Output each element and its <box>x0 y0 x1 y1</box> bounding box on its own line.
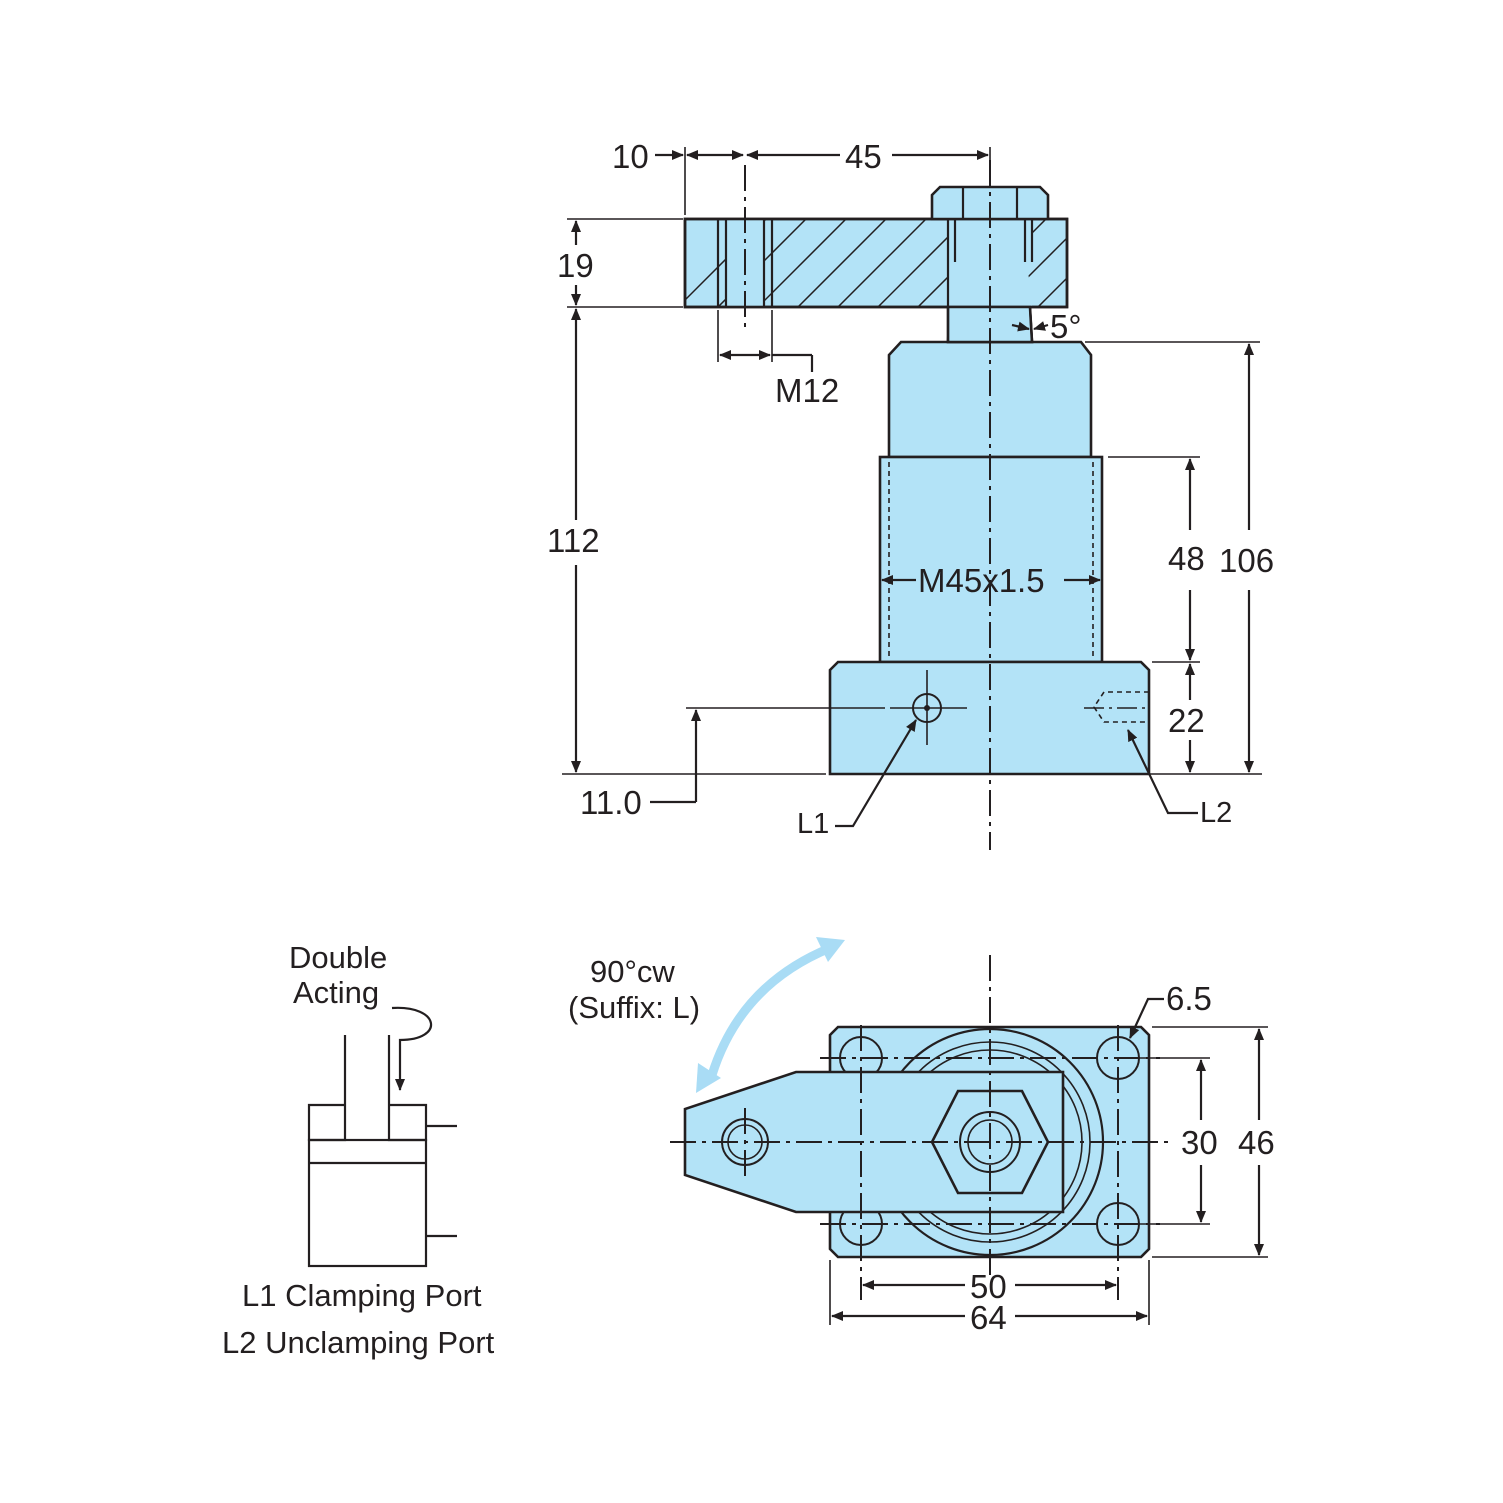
legend-l2: L2 Unclamping Port <box>222 1325 495 1360</box>
legend-l1: L1 Clamping Port <box>242 1278 482 1313</box>
dim-m45-thread: M45x1.5 <box>918 562 1045 599</box>
dim-112: 112 <box>547 522 600 559</box>
dim-64: 64 <box>970 1299 1007 1336</box>
port-l1-label: L1 <box>797 808 829 840</box>
dim-22: 22 <box>1168 702 1205 739</box>
dim-5-degree: 5° <box>1050 308 1082 345</box>
rotation-suffix: (Suffix: L) <box>568 990 700 1025</box>
dim-m12: M12 <box>775 372 839 409</box>
top-view: 90°cw (Suffix: L) <box>568 937 1170 1300</box>
rotation-angle: 90°cw <box>590 954 675 989</box>
side-view-dimensions: 10 45 19 112 M12 5° 106 48 <box>547 138 1274 840</box>
top-view-dimensions: 6.5 30 46 50 64 <box>829 980 1275 1336</box>
dim-11: 11.0 <box>580 784 642 821</box>
rotation-arrow <box>707 943 832 1077</box>
dim-10: 10 <box>612 138 649 175</box>
cylinder-upper-body <box>887 340 1093 459</box>
dim-19: 19 <box>557 247 594 284</box>
dim-45: 45 <box>845 138 882 175</box>
dim-30: 30 <box>1181 1124 1218 1161</box>
double-acting-symbol: Double Acting L1 Clamping Port L2 Unclam… <box>222 940 495 1360</box>
port-l2-label: L2 <box>1200 797 1232 829</box>
symbol-label-acting: Acting <box>293 975 379 1010</box>
side-view <box>683 160 1151 850</box>
symbol-label-double: Double <box>289 940 387 975</box>
dim-106: 106 <box>1219 542 1274 579</box>
dim-50: 50 <box>970 1268 1007 1305</box>
dim-6-5: 6.5 <box>1166 980 1212 1017</box>
dim-46: 46 <box>1238 1124 1275 1161</box>
dim-48: 48 <box>1168 540 1205 577</box>
